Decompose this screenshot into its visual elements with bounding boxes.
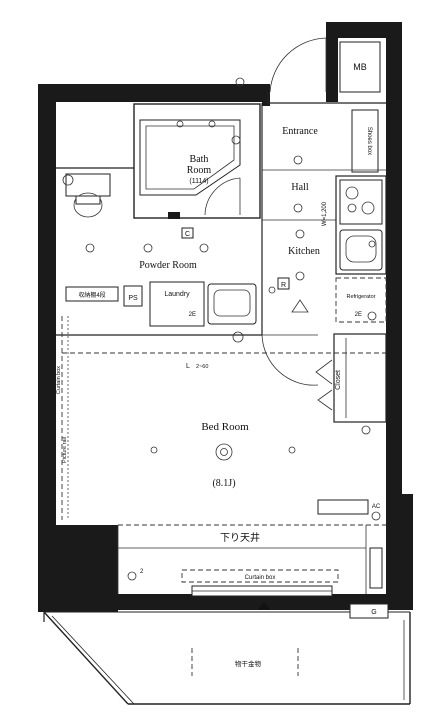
entrance-label: Entrance [282, 126, 318, 137]
curtain-box-bottom-label: Curtain box [245, 575, 276, 581]
mb-closet: MB [339, 41, 381, 93]
window-curtain-box: Curtain box [181, 569, 339, 610]
detail-marker [235, 77, 245, 87]
closet-label: Closet [335, 370, 342, 390]
bed-2-mark: 2 [140, 569, 144, 575]
balcony-fixture-label: 物干金物 [235, 659, 262, 668]
laundry-label: Laundry [164, 291, 190, 298]
outer-walls [38, 22, 413, 612]
shoes-box-label: Shoes box [366, 127, 372, 155]
bath-room: Bath Room (1114) C [133, 103, 261, 239]
curtain-box-left-label: Curtain box [56, 366, 62, 394]
bed-room: Curtain box Picture rail L 2~60 Bed Room… [56, 316, 386, 521]
entrance-area: Entrance Shoes box [262, 37, 386, 173]
hall-label: Hall [291, 182, 308, 193]
bed-room-label: Bed Room [201, 421, 249, 433]
bath-room-label-line1: Bath [190, 154, 209, 165]
kitchen-label: Kitchen [288, 246, 320, 257]
storage-shelf-label: 収納棚4段 [78, 291, 105, 299]
powder-room: Powder Room 収納棚4段 PS Laundry 2E [56, 167, 319, 386]
kitchen: Kitchen R [268, 175, 387, 313]
balcony: 物干金物 G [43, 603, 411, 705]
closet: Closet [315, 333, 387, 435]
c-mark: C [185, 231, 190, 238]
g-mark: G [371, 609, 376, 616]
picture-rail-label: Picture rail [62, 437, 68, 463]
r-mark: R [281, 282, 286, 289]
l-mark: L [186, 363, 190, 370]
bath-size-label: (1114) [189, 178, 208, 185]
hall: Hall W=1,200 [261, 103, 336, 335]
fridge-2e-mark: 2E [355, 312, 362, 318]
lowered-ceiling-label: 下り天井 [220, 531, 260, 544]
l-dimension: 2~60 [196, 364, 208, 370]
refrigerator-label: Refrigerator [346, 294, 375, 300]
mb-label: MB [353, 62, 367, 72]
laundry-2e-mark: 2E [189, 312, 196, 318]
w-dimension: W=1,200 [322, 201, 328, 226]
lowered-ceiling: 下り天井 2 [117, 524, 386, 594]
powder-room-label: Powder Room [139, 260, 197, 271]
ps-label: PS [128, 295, 138, 302]
bath-room-label-line2: Room [187, 165, 212, 176]
refrigerator-space: Refrigerator 2E [335, 277, 387, 323]
ac-mark: AC [372, 504, 381, 510]
bed-area-label: (8.1J) [212, 478, 235, 489]
